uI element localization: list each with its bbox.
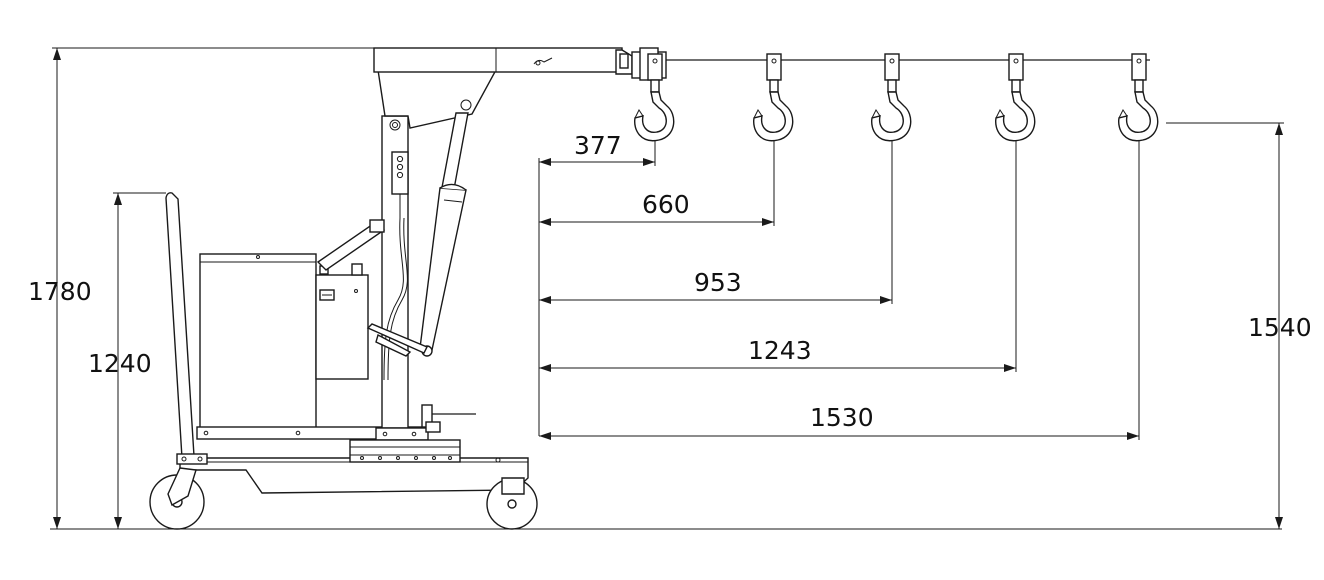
dim-reach-953: 953 [539,140,893,304]
dim-reach-1243: 1243 [539,140,1017,372]
dim-hook-height: 1540 [1166,122,1312,529]
dim-label-reach-953: 953 [694,268,742,297]
dim-label-reach-1243: 1243 [748,336,812,365]
battery-box [196,253,424,440]
foot-pedal [421,404,476,433]
turntable [349,439,501,463]
boom [373,47,1150,81]
dim-label-handle-height: 1240 [88,349,152,378]
dim-reach-660: 660 [539,140,775,226]
mast [316,69,498,441]
hook-reach-1530 [1117,53,1159,142]
crane-base [149,457,538,530]
hook-reach-660 [753,53,794,142]
dim-reach-377: 377 [539,131,656,166]
hydraulic-unit [315,263,369,380]
dim-label-reach-1530: 1530 [810,403,874,432]
dim-label-reach-377: 377 [574,131,622,160]
push-handle [165,192,208,465]
hydraulic-cylinder [419,112,469,357]
pump-lever [366,323,428,357]
hook-reach-953 [871,53,912,142]
dim-handle-height: 1240 [88,192,166,529]
dim-total-height: 1780 [28,47,374,529]
dim-reach-1530: 1530 [539,140,1140,440]
dim-label-total-height: 1780 [28,277,92,306]
dim-label-hook-height: 1540 [1248,313,1312,342]
dim-label-reach-660: 660 [642,190,690,219]
hook-reach-1243 [995,53,1036,142]
